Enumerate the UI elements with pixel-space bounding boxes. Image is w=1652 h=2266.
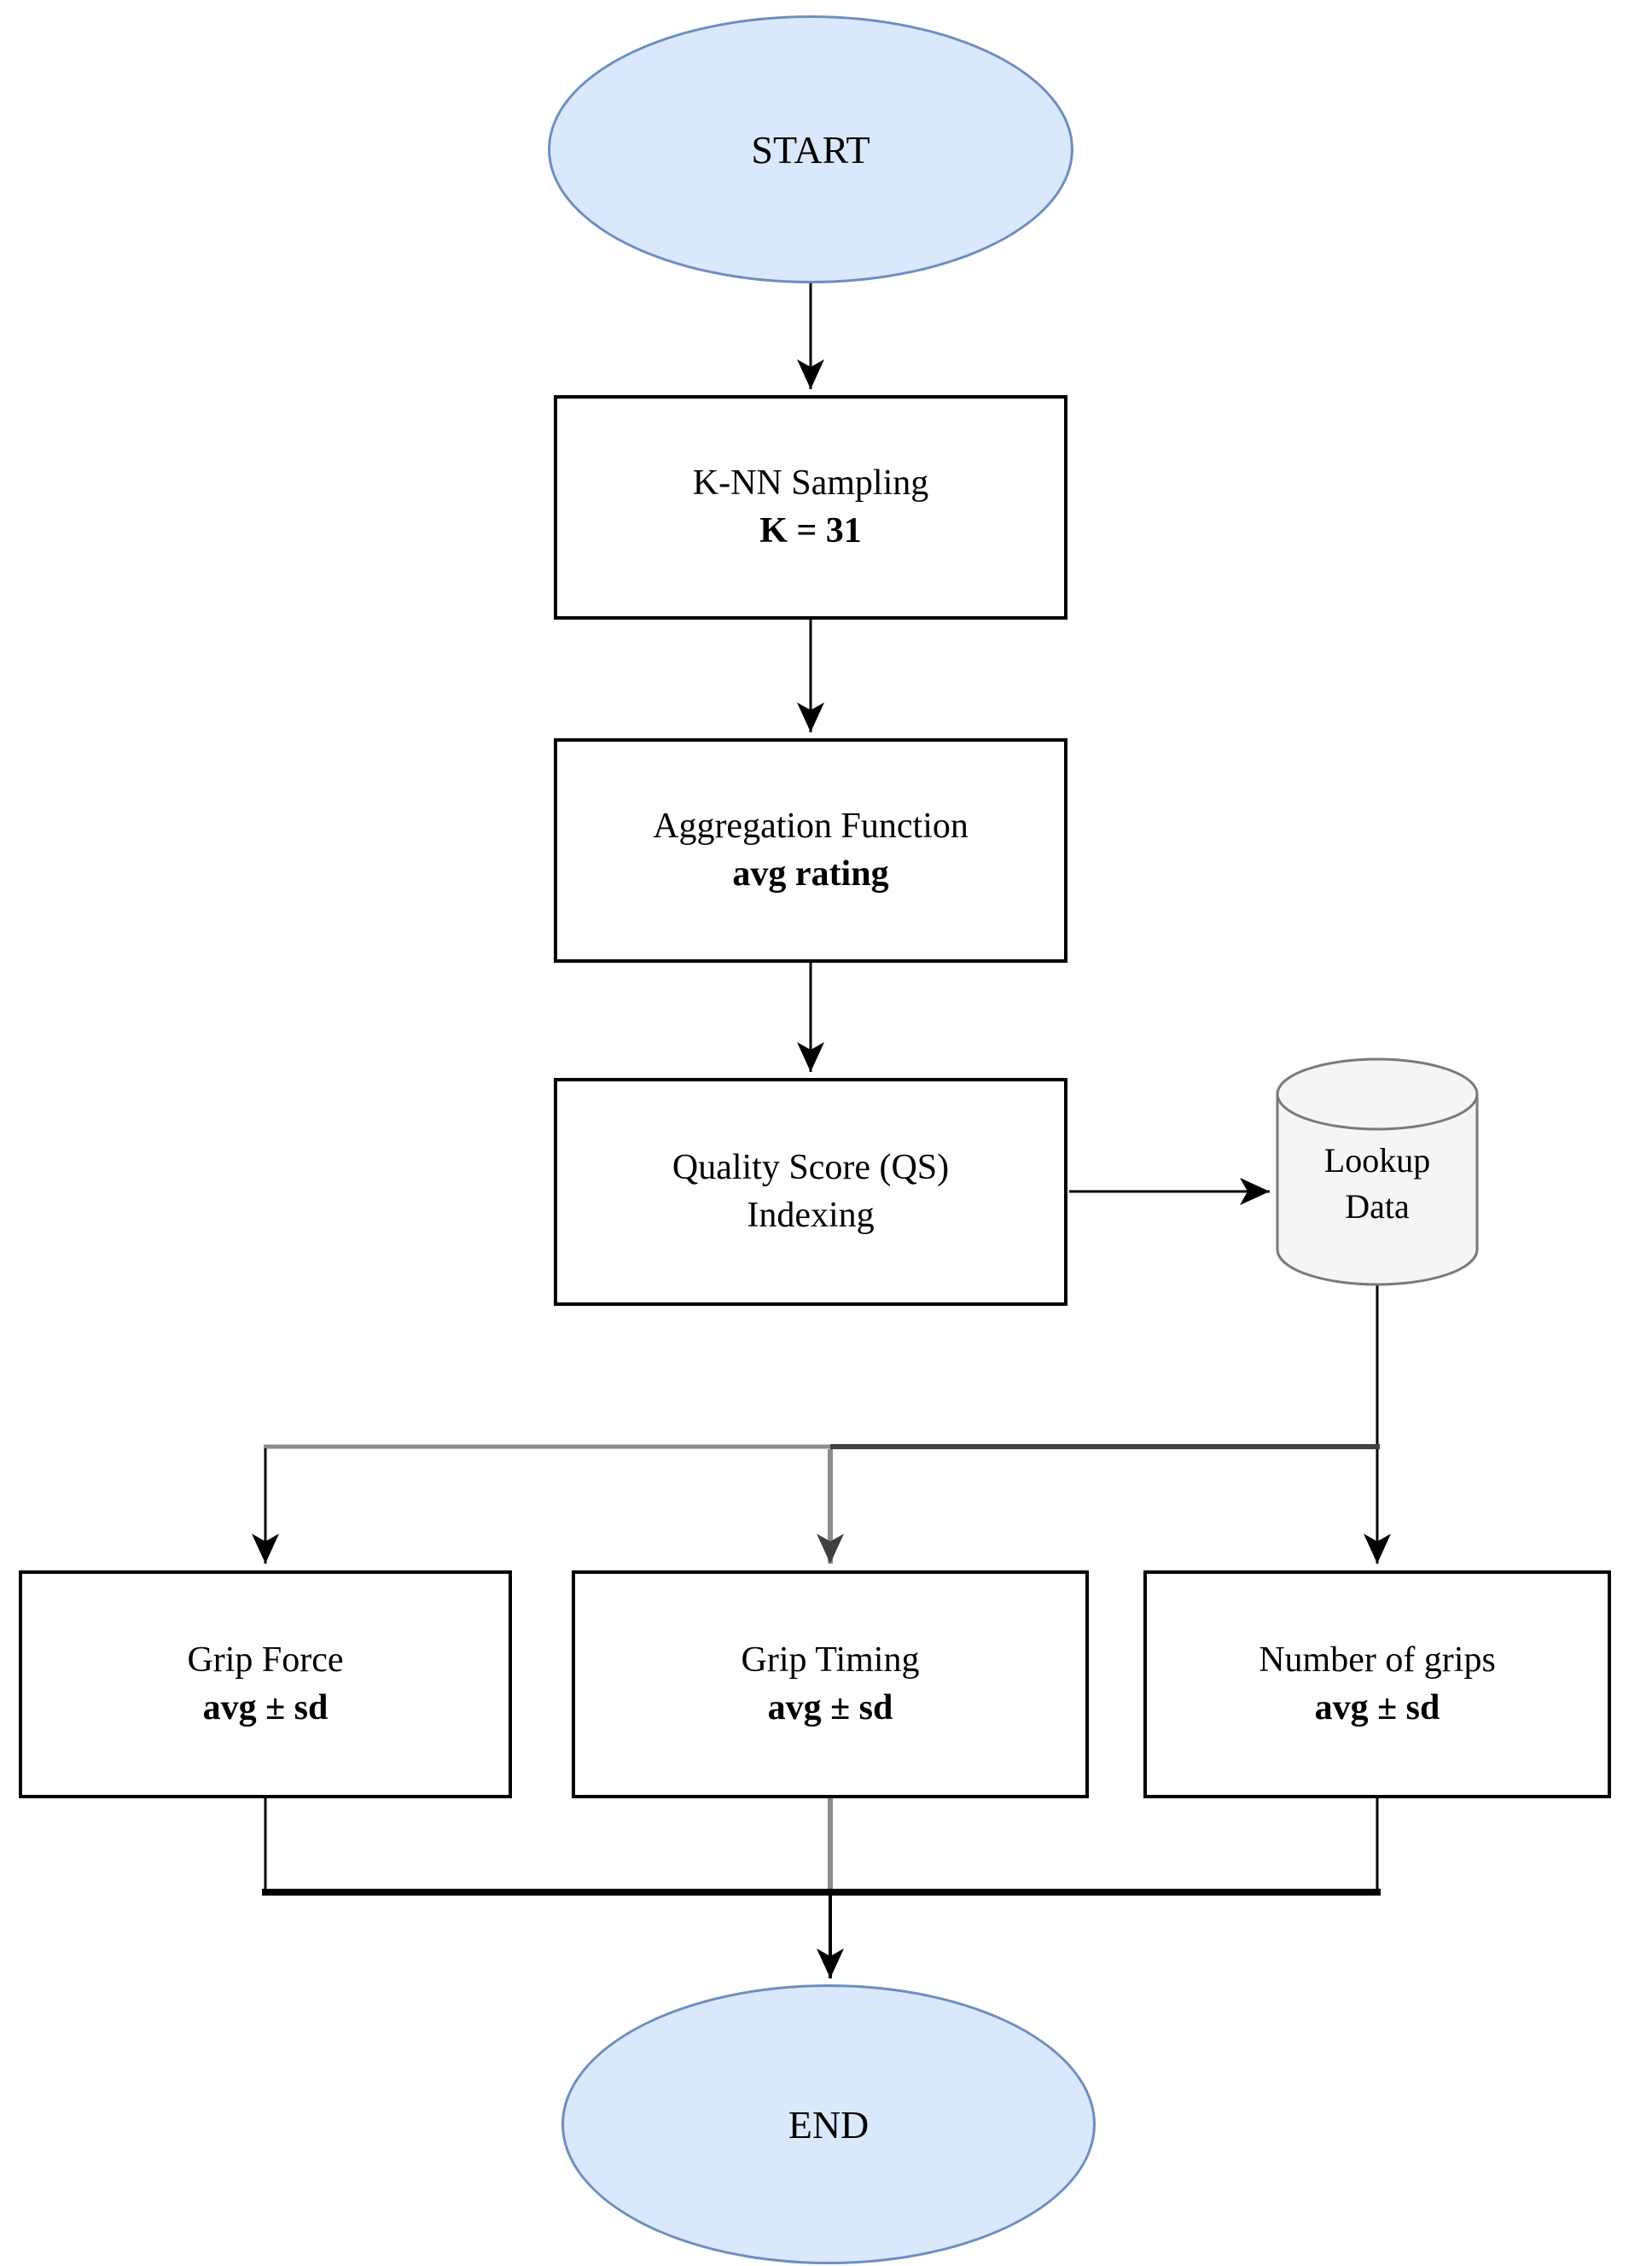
node-qs-line1: Quality Score (QS)	[672, 1148, 950, 1188]
node-grip-force-line2: avg ± sd	[202, 1687, 329, 1727]
node-lookup-line1: Lookup	[1323, 1141, 1431, 1180]
node-knn-line1: K-NN Sampling	[692, 463, 929, 504]
node-number-of-grips: Number of grips avg ± sd	[1143, 1570, 1611, 1798]
node-start: START	[548, 15, 1073, 283]
node-lookup-line2: Data	[1345, 1187, 1410, 1226]
node-knn-line2: K = 31	[759, 510, 862, 550]
node-lookup-label: Lookup Data	[1275, 1138, 1480, 1230]
node-grip-force: Grip Force avg ± sd	[19, 1570, 512, 1798]
node-end: END	[561, 1984, 1096, 2264]
cylinder-body	[1276, 1057, 1479, 1286]
node-knn-sampling: K-NN Sampling K = 31	[554, 395, 1067, 620]
node-aggregation-line1: Aggregation Function	[653, 807, 969, 847]
node-number-of-grips-line1: Number of grips	[1259, 1640, 1496, 1681]
cylinder-cap-arc	[1276, 1093, 1479, 1131]
node-aggregation-line2: avg rating	[732, 853, 889, 894]
node-grip-force-line1: Grip Force	[187, 1640, 344, 1681]
node-end-label: END	[788, 2102, 870, 2147]
node-lookup-data: Lookup Data	[1275, 1056, 1480, 1288]
node-number-of-grips-line2: avg ± sd	[1314, 1687, 1440, 1727]
node-quality-score-indexing: Quality Score (QS) Indexing	[554, 1078, 1067, 1306]
node-qs-line2: Indexing	[747, 1195, 875, 1235]
node-grip-timing-line1: Grip Timing	[741, 1640, 920, 1681]
node-aggregation-function: Aggregation Function avg rating	[554, 738, 1067, 963]
node-start-label: START	[751, 127, 870, 172]
node-grip-timing: Grip Timing avg ± sd	[572, 1570, 1089, 1798]
node-grip-timing-line2: avg ± sd	[767, 1687, 893, 1727]
database-cylinder-shape	[1276, 1057, 1479, 1286]
